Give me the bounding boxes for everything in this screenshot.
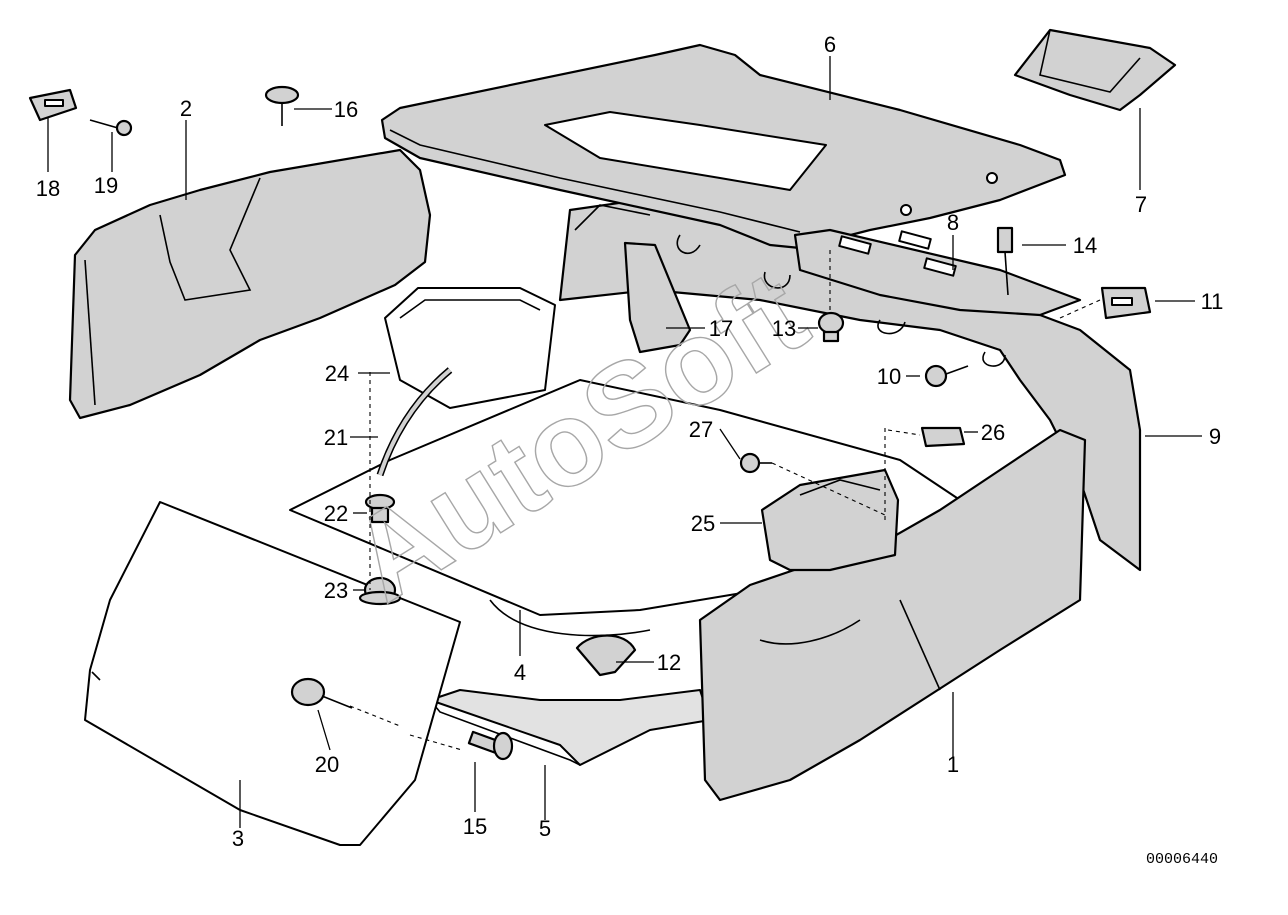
part-19-screw (89, 119, 133, 137)
callout-14: 14 (1073, 233, 1097, 258)
part-27-grommet (739, 452, 772, 474)
part-7-lamp-cover (1013, 28, 1177, 112)
part-13-rivet (817, 311, 845, 343)
part-16-plug (264, 85, 300, 126)
part-23-nut (358, 576, 402, 606)
callout-22: 22 (324, 501, 348, 526)
part-12-cap (575, 634, 637, 677)
callout-13: 13 (772, 316, 796, 341)
callout-18: 18 (36, 176, 60, 201)
part-25-latch-cover (760, 468, 900, 572)
callout-25: 25 (691, 511, 715, 536)
callout-15: 15 (463, 814, 487, 839)
part-22-clip (364, 493, 396, 524)
part-8-cross-strip (793, 228, 1082, 317)
callout-5: 5 (539, 816, 551, 841)
callout-10: 10 (877, 364, 901, 389)
part-24-storage-tray (384, 287, 556, 409)
callout-8: 8 (947, 210, 959, 235)
part-2-left-side-trim (68, 148, 432, 420)
callout-26: 26 (981, 420, 1005, 445)
callout-23: 23 (324, 578, 348, 603)
callout-17: 17 (709, 316, 733, 341)
callout-numbers: 1 2 3 4 5 6 7 8 9 10 11 12 13 14 15 16 1… (36, 32, 1224, 851)
callout-3: 3 (232, 826, 244, 851)
callout-9: 9 (1209, 424, 1221, 449)
part-20-screw (290, 677, 353, 709)
leader-lines (47, 56, 1202, 828)
callout-7: 7 (1135, 192, 1147, 217)
alignment-lines (349, 250, 1101, 751)
part-18-clip (28, 88, 78, 122)
callout-2: 2 (180, 96, 192, 121)
callout-27: 27 (689, 417, 713, 442)
part-21-strap (376, 367, 453, 477)
callout-16: 16 (334, 97, 358, 122)
part-5-floor-board (429, 689, 711, 766)
part-6-parcel-shelf (380, 43, 1067, 250)
callout-4: 4 (514, 660, 526, 685)
part-17-cover (623, 241, 692, 354)
callout-12: 12 (657, 650, 681, 675)
part-26-clip (920, 426, 966, 448)
part-15-bolt (467, 730, 514, 761)
callout-1: 1 (947, 752, 959, 777)
drawing-number: 00006440 (1146, 851, 1218, 868)
callout-6: 6 (824, 32, 836, 57)
callout-24: 24 (325, 361, 349, 386)
part-10-screw (924, 364, 969, 388)
small-parts (28, 85, 1152, 761)
callout-21: 21 (324, 425, 348, 450)
callout-19: 19 (94, 173, 118, 198)
callout-20: 20 (315, 752, 339, 777)
callout-11: 11 (1201, 289, 1224, 314)
part-11-clip (1100, 286, 1152, 320)
part-14-stud (996, 226, 1014, 296)
